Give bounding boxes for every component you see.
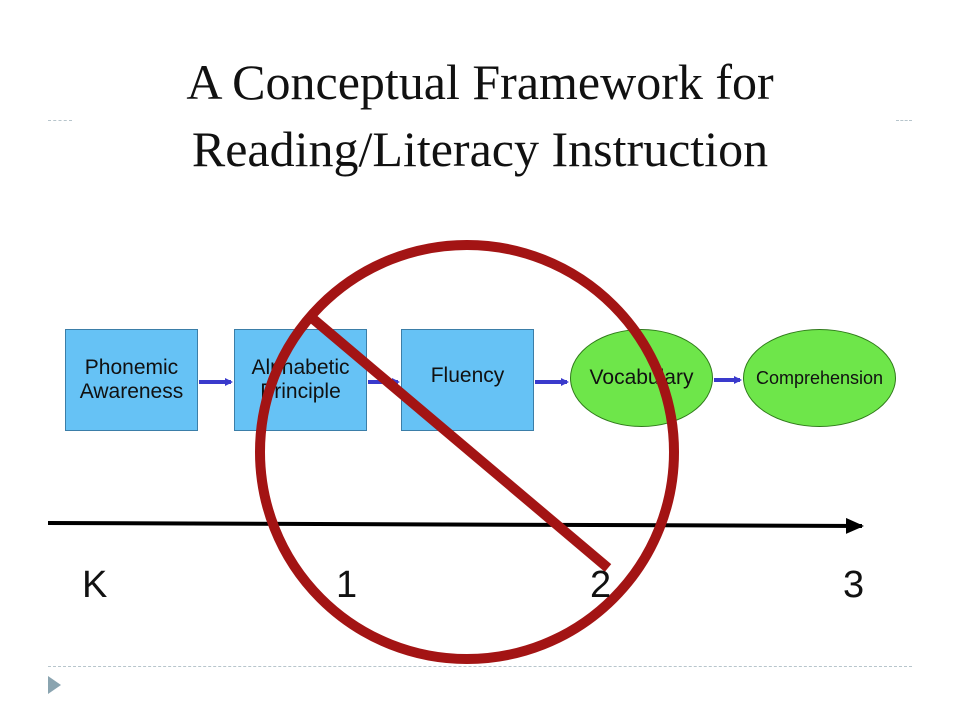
grade-label-k: K [82,564,108,606]
grade-label-3: 3 [843,564,865,606]
bottom-divider [48,666,912,667]
triangle-bullet-icon [48,676,61,694]
stage-vocabulary: Vocabulary [570,329,713,427]
top-divider-left [48,120,72,121]
stage-phonemic-awareness: Phonemic Awareness [65,329,198,431]
prohibition-sign-icon [255,240,679,664]
stage-comprehension: Comprehension [743,329,896,427]
slide-title-line-1: A Conceptual Framework for [186,54,774,110]
grade-label-1: 1 [336,564,358,606]
timeline-arrow [47,517,864,534]
grade-label-2: 2 [590,564,612,606]
slide-title-line-2: Reading/Literacy Instruction [191,121,769,177]
top-divider-right [896,120,912,121]
